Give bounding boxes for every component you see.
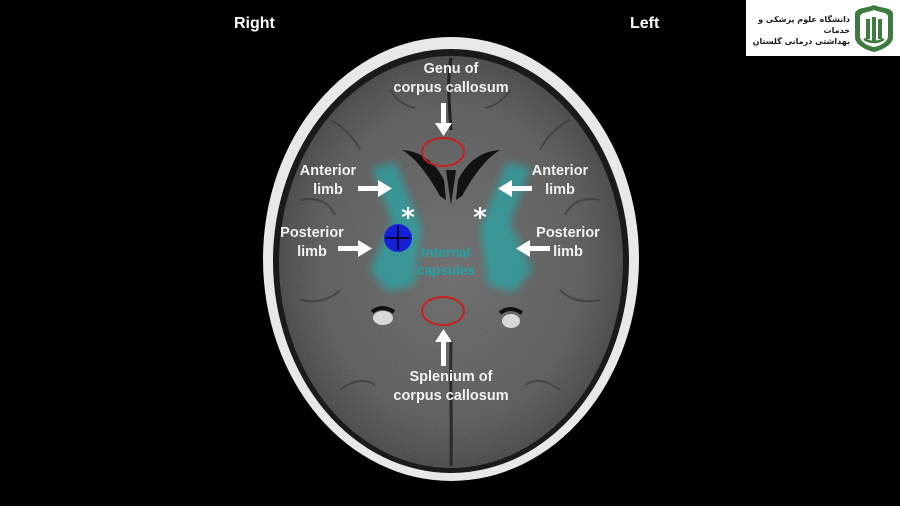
internal-capsules-label: Internal capsules <box>404 244 488 280</box>
internal-capsules-line2: capsules <box>417 263 475 278</box>
posterior-left-line1: Posterior <box>536 225 600 241</box>
orientation-right: Right <box>234 15 275 32</box>
internal-capsules-line1: Internal <box>421 245 471 260</box>
splenium-ellipse <box>421 296 465 326</box>
anterior-left-line2: limb <box>545 182 575 198</box>
anterior-limb-left-label: Anterior limb <box>520 162 600 200</box>
orientation-left: Left <box>630 15 660 32</box>
logo-line1: دانشگاه علوم پزشکی و خدمات <box>758 15 850 35</box>
genu-ellipse <box>421 137 465 167</box>
posterior-left-line2: limb <box>553 244 583 260</box>
splenium-label-line2: corpus callosum <box>393 388 509 404</box>
anterior-right-line1: Anterior <box>299 163 357 179</box>
genu-label-line1: Genu of <box>423 61 479 77</box>
university-logo: دانشگاه علوم پزشکی و خدمات بهداشتی درمان… <box>746 0 900 56</box>
anterior-right-line2: limb <box>313 182 343 198</box>
splenium-label-line1: Splenium of <box>409 369 493 385</box>
arrows <box>338 103 550 366</box>
asterisk-right: * <box>401 203 415 233</box>
posterior-right-line2: limb <box>297 244 327 260</box>
logo-text: دانشگاه علوم پزشکی و خدمات بهداشتی درمان… <box>750 14 850 47</box>
splenium-label: Splenium of corpus callosum <box>376 368 526 406</box>
asterisk-left: * <box>473 203 487 233</box>
genu-label-line2: corpus callosum <box>393 80 509 96</box>
anterior-left-line1: Anterior <box>531 163 589 179</box>
posterior-limb-right-label: Posterior limb <box>272 224 352 262</box>
posterior-limb-left-label: Posterior limb <box>528 224 608 262</box>
anterior-limb-right-label: Anterior limb <box>288 162 368 200</box>
logo-line2: بهداشتی درمانی گلستان <box>752 37 850 46</box>
posterior-right-line1: Posterior <box>280 225 344 241</box>
university-emblem-icon <box>855 5 893 52</box>
genu-label: Genu of corpus callosum <box>376 60 526 98</box>
